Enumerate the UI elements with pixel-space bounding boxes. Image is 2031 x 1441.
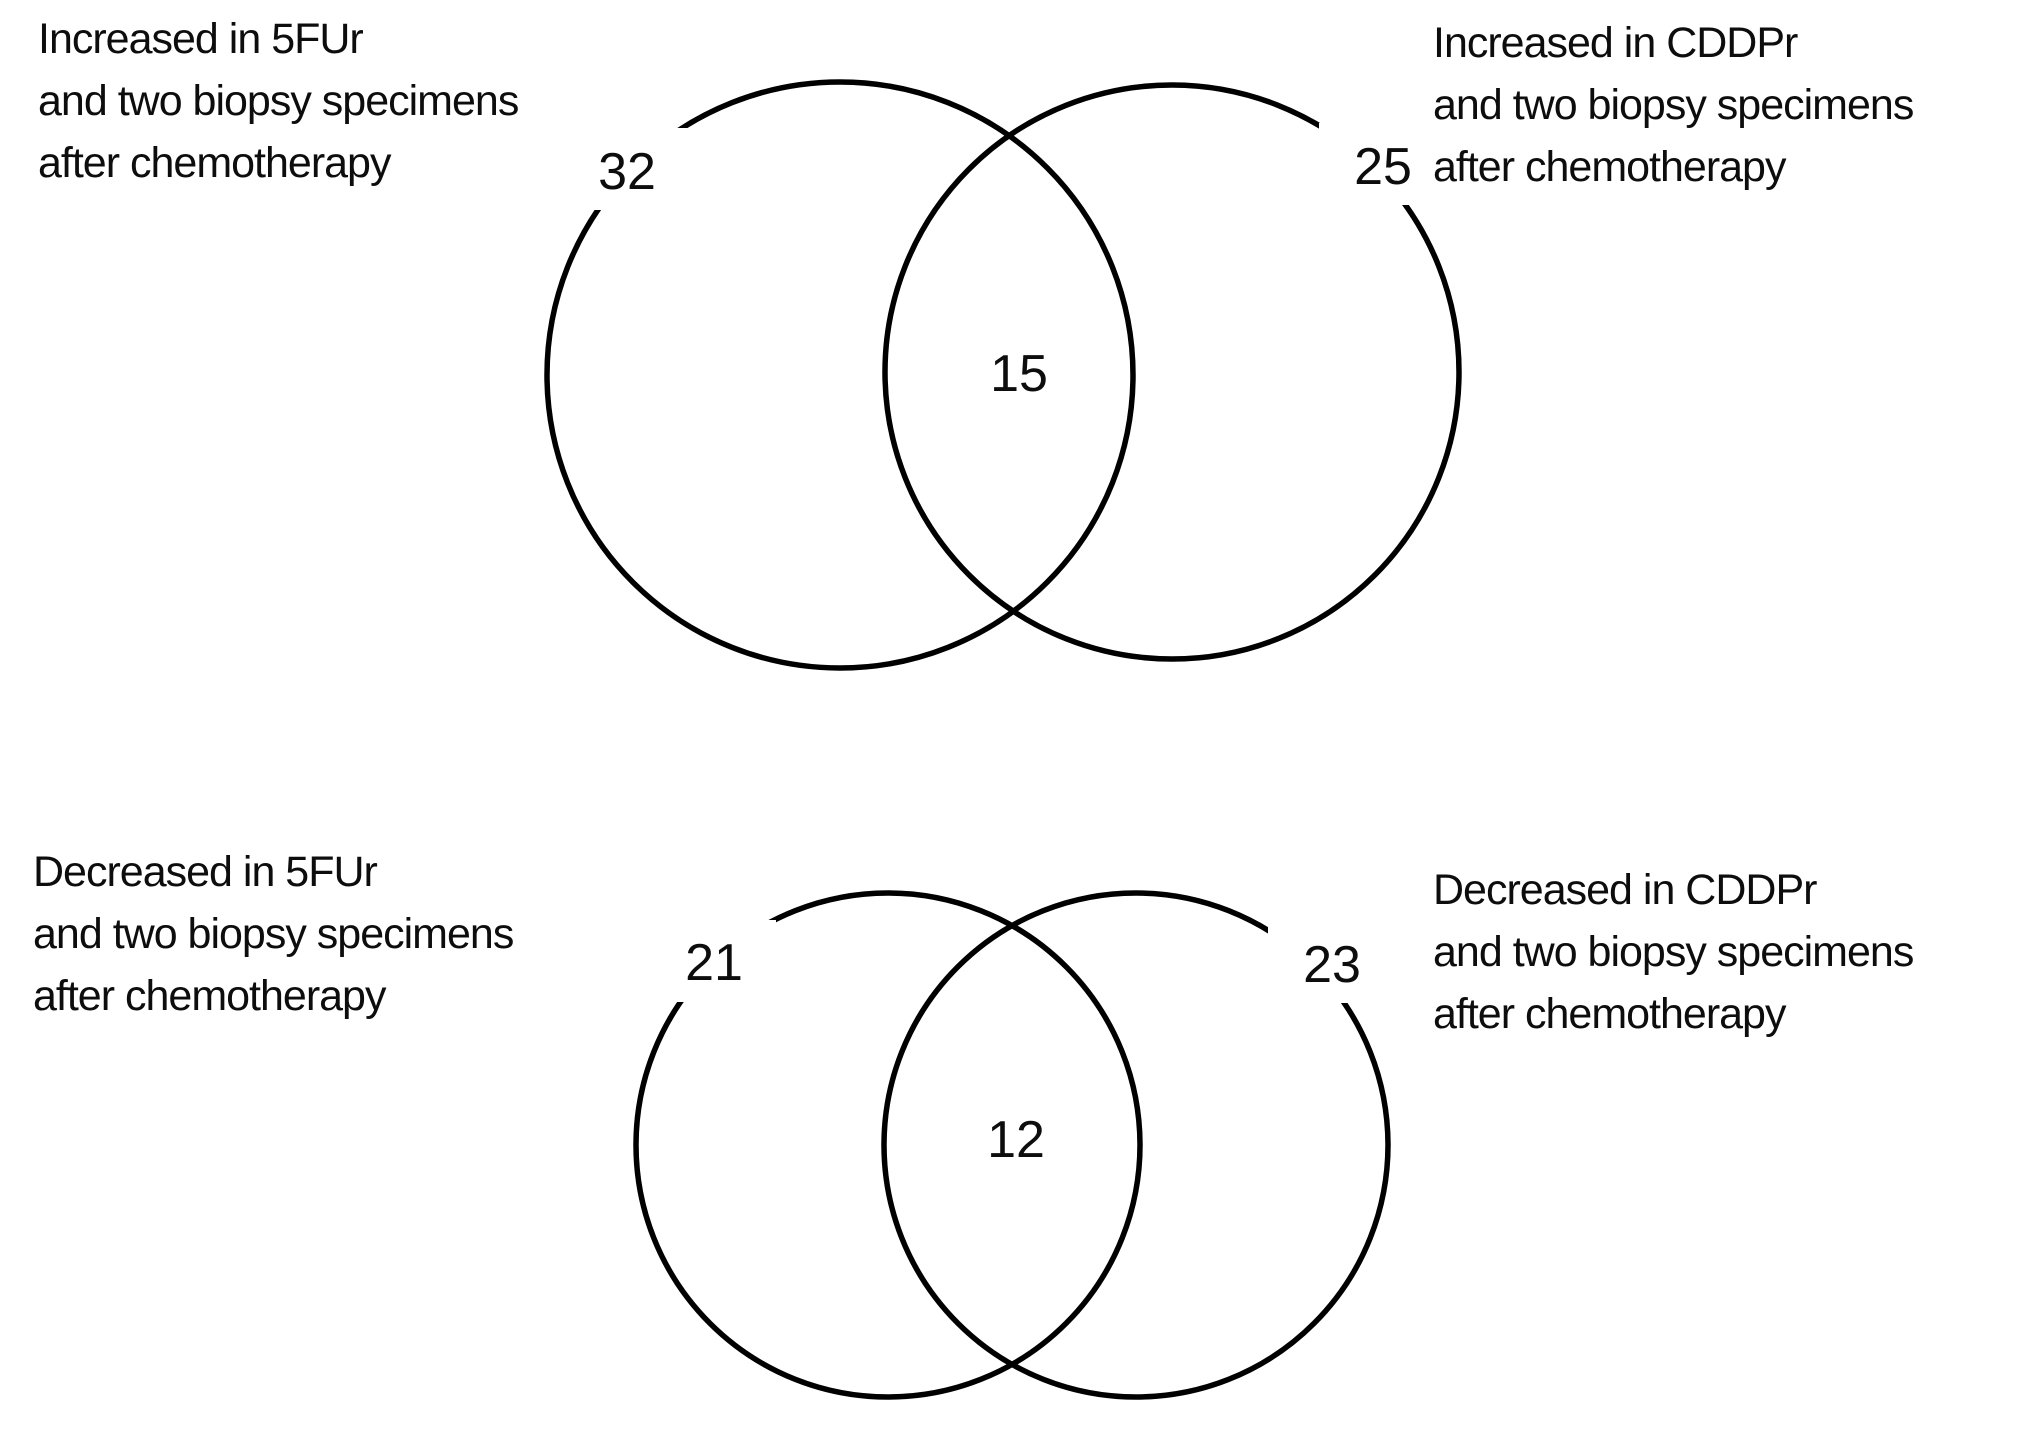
label-gap	[650, 920, 776, 1002]
set-label-line: Increased in 5FUr	[38, 15, 364, 63]
venn-bottom-right-circle	[881, 890, 1391, 1400]
label-gap	[563, 128, 691, 210]
set-label-line: and two biopsy specimens	[1433, 81, 1914, 129]
venn-bottom-right-count: 23	[1303, 936, 1361, 994]
set-label-line: after chemotherapy	[33, 972, 386, 1020]
venn-top-left-count: 32	[598, 143, 656, 201]
set-label-line: Decreased in 5FUr	[33, 848, 378, 896]
venn-bottom-left-count: 21	[685, 934, 743, 992]
set-label-line: and two biopsy specimens	[1433, 928, 1914, 976]
venn-bottom-overlap-count: 12	[987, 1111, 1045, 1169]
set-label-line: Decreased in CDDPr	[1433, 866, 1817, 914]
venn-top-right-set-label: Increased in CDDPr and two biopsy specim…	[1433, 12, 1914, 198]
set-label-line: Increased in CDDPr	[1433, 19, 1798, 67]
venn-top-overlap-count: 15	[990, 345, 1048, 403]
venn-top-right-count: 25	[1354, 138, 1412, 196]
venn-bottom-right-set-label: Decreased in CDDPr and two biopsy specim…	[1433, 859, 1914, 1045]
set-label-line: after chemotherapy	[1433, 143, 1786, 191]
venn-bottom-left-circle	[633, 890, 1143, 1400]
venn-top-right-circle	[882, 82, 1462, 662]
label-gap	[1268, 921, 1396, 1003]
set-label-line: after chemotherapy	[1433, 990, 1786, 1038]
venn-bottom-left-set-label: Decreased in 5FUr and two biopsy specime…	[33, 841, 514, 1027]
label-gap	[1319, 123, 1447, 205]
venn-top-left-set-label: Increased in 5FUr and two biopsy specime…	[38, 8, 519, 194]
set-label-line: and two biopsy specimens	[38, 77, 519, 125]
set-label-line: after chemotherapy	[38, 139, 391, 187]
venn-top-left-circle	[544, 79, 1136, 671]
set-label-line: and two biopsy specimens	[33, 910, 514, 958]
